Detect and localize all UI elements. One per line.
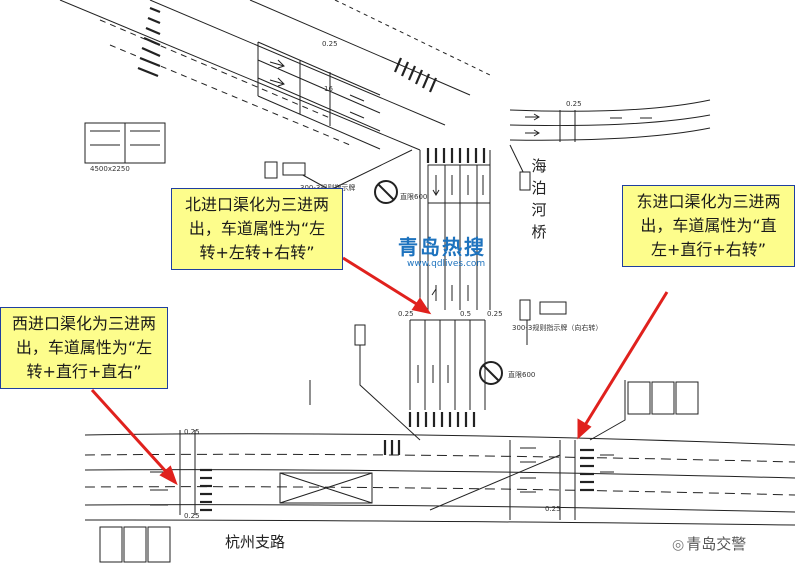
north-crosswalk (426, 148, 486, 163)
nw-direction-sign (84, 122, 166, 164)
nw-crosswalk-2 (393, 57, 438, 93)
callout-west-approach: 西进口渠化为三进两 出，车道属性为“左 转+直行+直右” (0, 307, 168, 389)
dim-label-west-top: 0.25 (184, 428, 200, 436)
signal-boxes (99, 161, 699, 563)
watermark-url: www.qdlives.com (407, 259, 486, 269)
dim-label-east-bottom: 0.25 (545, 505, 561, 513)
no-stop-box (279, 472, 373, 504)
center-lanes (409, 319, 486, 410)
dim-label-center-left: 0.25 (398, 310, 414, 318)
callout-east-line3: 左+直行+右转” (650, 240, 767, 259)
callout-north-approach: 北进口渠化为三进两 出，车道属性为“左 转+左转+右转” (171, 188, 343, 270)
no-entry-signs (374, 180, 503, 385)
callout-west-line3: 转+直行+直右” (26, 362, 142, 381)
dim-label-center-mid: 0.5 (460, 310, 472, 318)
callout-north-line1: 北进口渠化为三进两 (184, 195, 329, 214)
east-crosswalk (580, 448, 594, 492)
callout-west-line1: 西进口渠化为三进两 (11, 314, 156, 333)
speed-sign-label-center: 直限600 (508, 371, 536, 379)
sw-crosswalk (383, 440, 401, 455)
callout-east-approach: 东进口渠化为三进两 出，车道属性为“直 左+直行+右转” (622, 185, 795, 267)
wechat-icon: ◎ (672, 537, 685, 553)
footer-account: ◎青岛交警 (672, 533, 746, 554)
north-lane-arrows (431, 175, 484, 301)
callout-east-line1: 东进口渠化为三进两 (636, 192, 781, 211)
road-name-label: 杭州支路 (225, 533, 286, 551)
sign-size-note: 4500x2250 (90, 165, 130, 173)
west-crosswalk (200, 468, 212, 512)
nw-crosswalk (137, 6, 161, 78)
dim-label-ne: 0.25 (566, 100, 582, 108)
speed-sign-label-north: 直限600 (400, 193, 428, 201)
footer-account-name: 青岛交警 (686, 535, 747, 553)
nw-lane-block (257, 41, 381, 150)
east-west-road (84, 433, 796, 526)
north-approach (419, 150, 491, 310)
callout-west-line2: 出，车道属性为“左 (15, 338, 153, 357)
center-crosswalk (408, 412, 476, 427)
northeast-road (509, 99, 711, 142)
callout-north-line3: 转+左转+右转” (199, 243, 315, 262)
callout-north-line2: 出，车道属性为“左 (188, 219, 326, 238)
dim-label-north-center: 16 (324, 85, 333, 93)
dim-label-north-top: 0.25 (322, 40, 338, 48)
bridge-name-label: 海泊河桥 (531, 157, 547, 241)
pointer-arrows (90, 256, 669, 486)
watermark-title: 青岛热搜 (398, 235, 486, 259)
dim-label-center-right: 0.25 (487, 310, 503, 318)
dim-label-west-bottom: 0.25 (184, 512, 200, 520)
callout-east-line2: 出，车道属性为“直 (640, 216, 777, 235)
east-approach (429, 440, 614, 520)
northwest-road (59, 0, 491, 151)
east-width-note: 300-3规则指示牌（向右转） (512, 324, 603, 332)
